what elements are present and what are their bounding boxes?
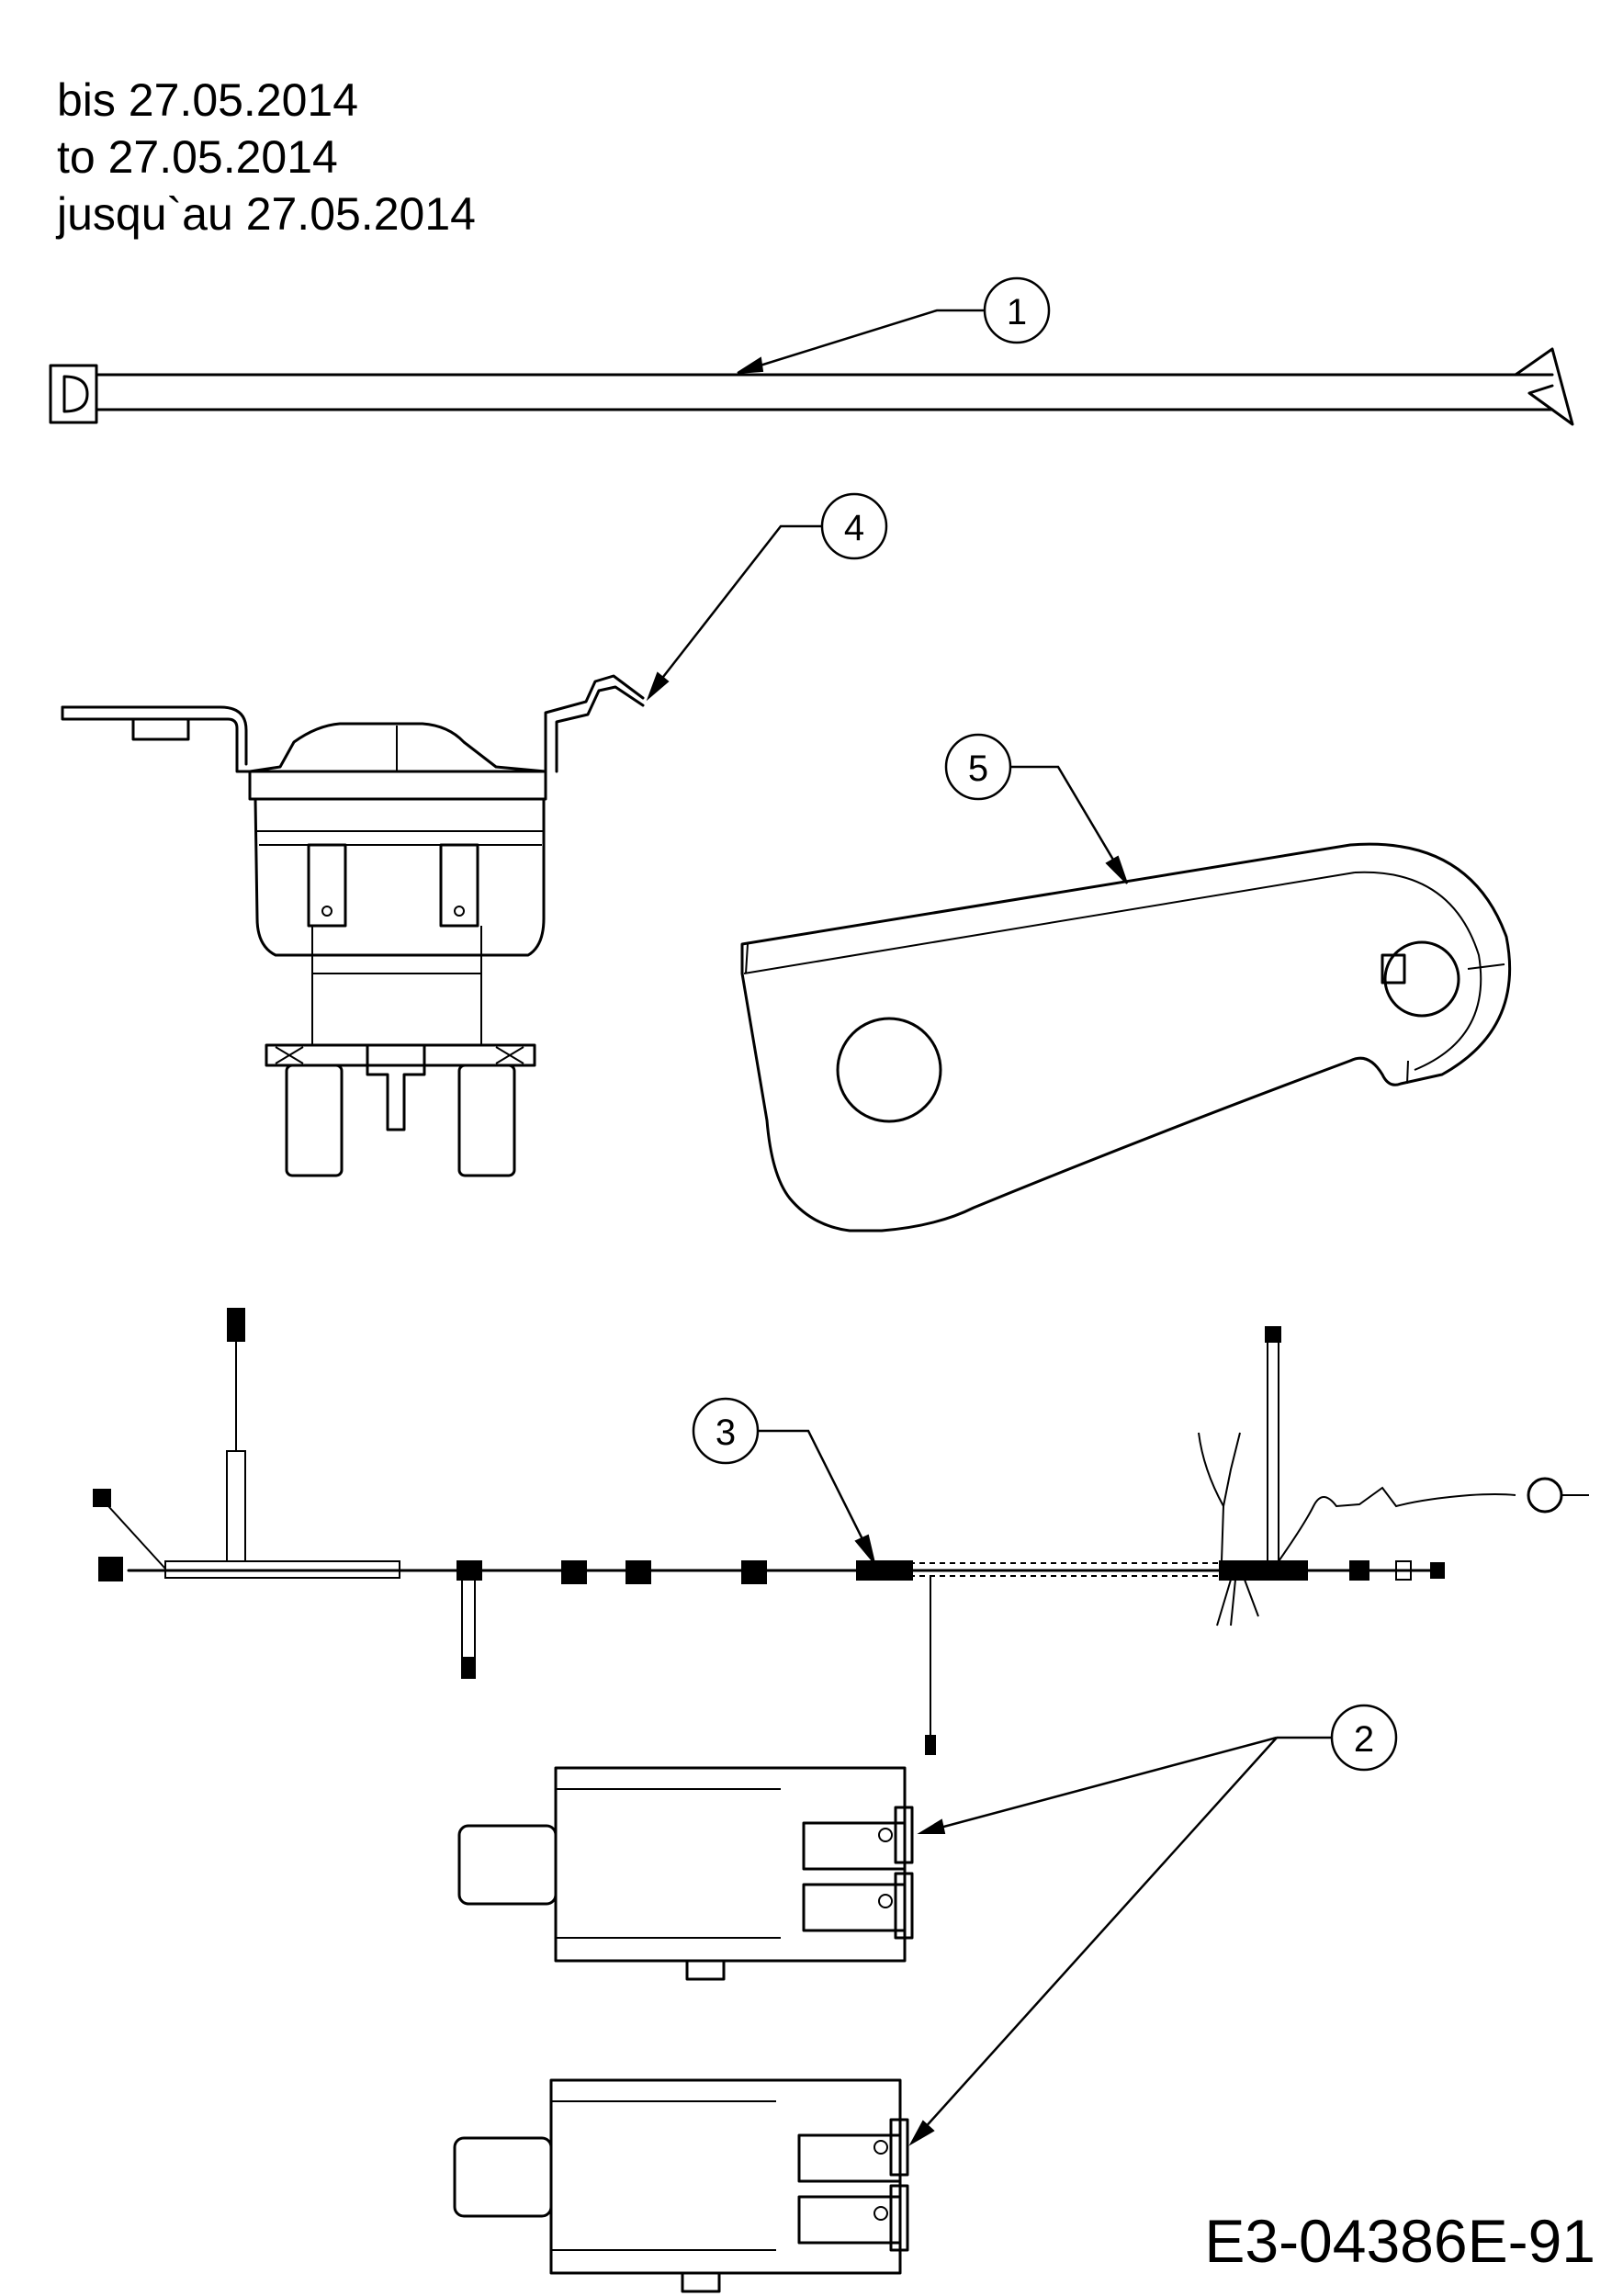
validity-line-fr: jusqu`au 27.05.2014 xyxy=(57,188,476,240)
callout-3: 3 xyxy=(692,1397,875,1564)
callout-3-label: 3 xyxy=(716,1412,736,1453)
callout-4: 4 xyxy=(646,492,888,702)
plunger-switch-upper xyxy=(457,1766,914,1981)
callout-5-label: 5 xyxy=(968,748,988,789)
callout-2: 2 xyxy=(908,1704,1398,2146)
wiring-harness-part xyxy=(93,1308,1589,1755)
callout-5: 5 xyxy=(944,733,1128,884)
relay-part xyxy=(61,674,645,1177)
validity-line-en: to 27.05.2014 xyxy=(57,131,338,183)
plunger-switch-lower xyxy=(453,2078,909,2293)
cable-tie-part xyxy=(49,347,1574,426)
lever-arm-part xyxy=(740,842,1512,1232)
validity-note: bis 27.05.2014 to 27.05.2014 jusqu`au 27… xyxy=(57,72,476,242)
drawing-number: E3-04386E-91 xyxy=(1204,2207,1595,2275)
validity-line-de: bis 27.05.2014 xyxy=(57,74,359,126)
callout-4-label: 4 xyxy=(844,508,864,548)
callout-1-label: 1 xyxy=(1007,292,1027,332)
callout-1: 1 xyxy=(737,276,1051,374)
callout-2-label: 2 xyxy=(1354,1719,1374,1760)
